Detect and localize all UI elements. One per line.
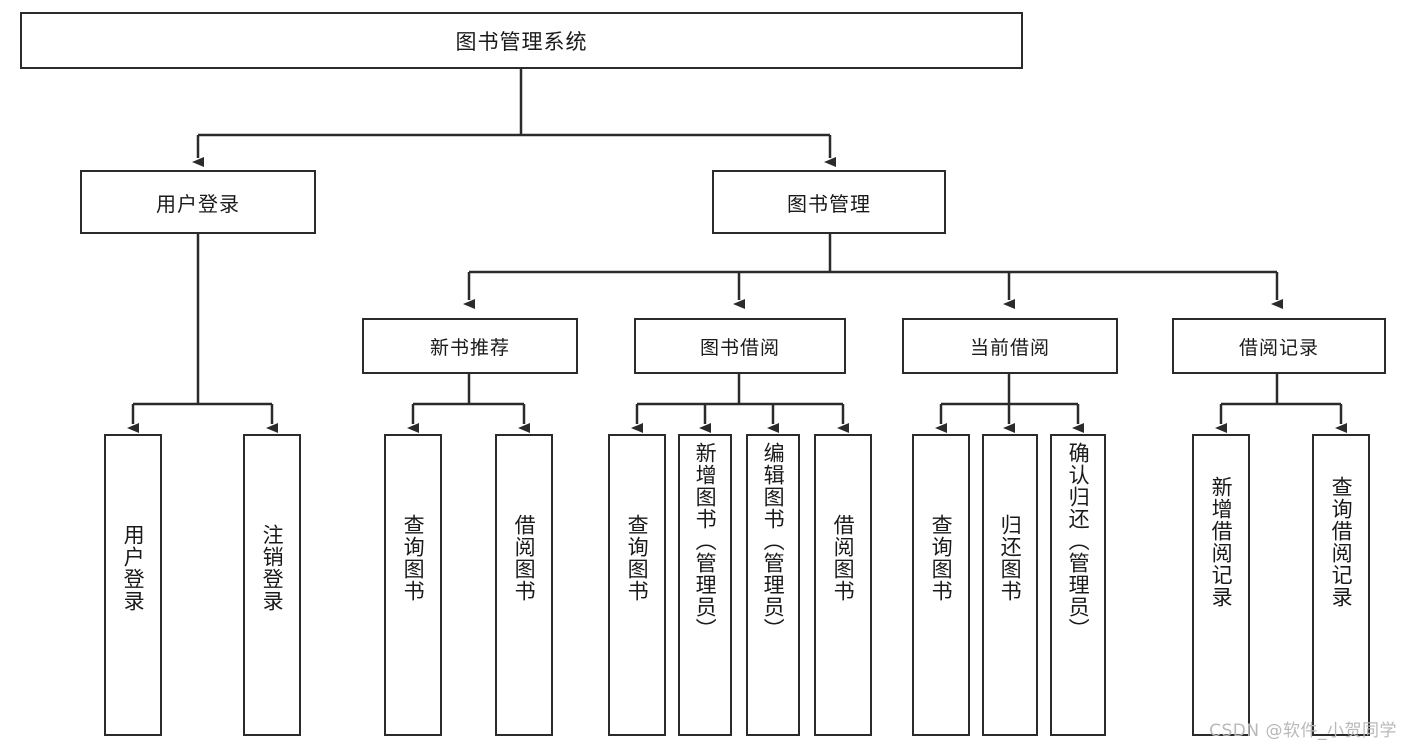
node-label: 新书推荐 (429, 336, 510, 359)
node-label: 查询图书 (929, 514, 954, 602)
node-label: 借阅图书 (831, 514, 856, 602)
node-book-management[interactable]: 图书管理 (712, 170, 946, 234)
node-label: 新增借阅记录 (1209, 476, 1234, 608)
leaf-current-borrow-return[interactable]: 归还图书 (982, 434, 1038, 736)
node-label: 查询图书 (401, 514, 426, 602)
node-label: 注销登录 (260, 524, 285, 612)
leaf-borrow-record-add[interactable]: 新增借阅记录 (1192, 434, 1250, 736)
node-label: 查询借阅记录 (1329, 476, 1354, 608)
node-borrow-record[interactable]: 借阅记录 (1172, 318, 1386, 374)
leaf-new-book-borrow[interactable]: 借阅图书 (495, 434, 553, 736)
node-user-login[interactable]: 用户登录 (80, 170, 316, 234)
leaf-user-login-login[interactable]: 用户登录 (104, 434, 162, 736)
leaf-user-login-logout[interactable]: 注销登录 (243, 434, 301, 736)
node-label: 新增图书（管理员） (693, 442, 718, 640)
node-label: 确认归还（管理员） (1066, 442, 1091, 640)
node-label: 用户登录 (121, 524, 146, 612)
leaf-book-borrow-borrow[interactable]: 借阅图书 (814, 434, 872, 736)
leaf-book-borrow-edit-admin[interactable]: 编辑图书（管理员） (746, 434, 800, 736)
leaf-borrow-record-search[interactable]: 查询借阅记录 (1312, 434, 1370, 736)
node-new-book-recommend[interactable]: 新书推荐 (362, 318, 578, 374)
node-book-borrow[interactable]: 图书借阅 (634, 318, 846, 374)
node-label: 查询图书 (625, 514, 650, 602)
node-current-borrow[interactable]: 当前借阅 (902, 318, 1118, 374)
leaf-book-borrow-search[interactable]: 查询图书 (608, 434, 666, 736)
node-label: 归还图书 (998, 514, 1023, 602)
watermark-text: CSDN @软件_小贺同学 (1209, 721, 1397, 741)
node-label: 编辑图书（管理员） (761, 442, 786, 640)
leaf-current-borrow-search[interactable]: 查询图书 (912, 434, 970, 736)
node-label: 图书管理 (787, 191, 871, 216)
leaf-book-borrow-add-admin[interactable]: 新增图书（管理员） (678, 434, 732, 736)
node-label: 图书管理系统 (455, 29, 588, 54)
leaf-current-borrow-confirm-admin[interactable]: 确认归还（管理员） (1050, 434, 1106, 736)
node-label: 当前借阅 (969, 336, 1050, 359)
node-label: 图书借阅 (699, 336, 780, 359)
node-root-system[interactable]: 图书管理系统 (20, 12, 1023, 69)
node-label: 借阅记录 (1238, 336, 1319, 359)
node-label: 用户登录 (156, 191, 240, 216)
leaf-new-book-search[interactable]: 查询图书 (384, 434, 442, 736)
node-label: 借阅图书 (512, 514, 537, 602)
